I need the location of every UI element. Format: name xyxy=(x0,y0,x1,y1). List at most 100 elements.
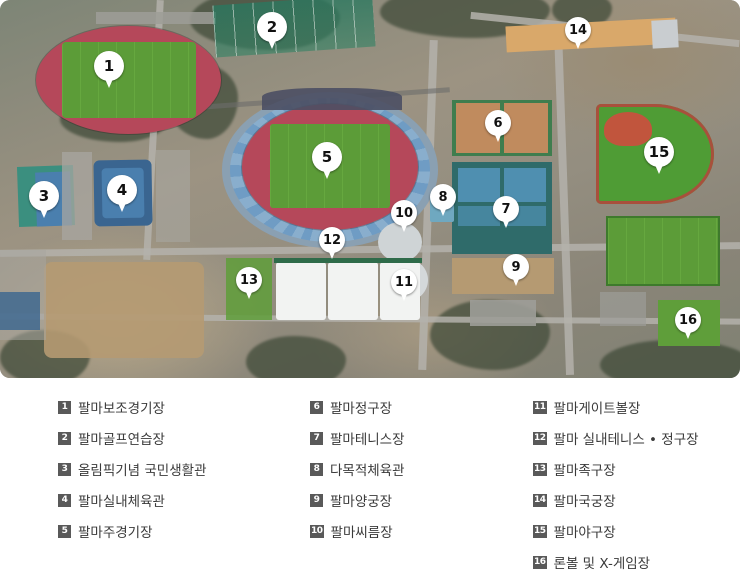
legend-item-16[interactable]: 16 론볼 및 X-게임장 xyxy=(533,547,699,575)
marker-number: 3 xyxy=(38,186,50,205)
map-marker-1[interactable]: 1 xyxy=(94,51,124,89)
legend-label: 팔마양궁장 xyxy=(330,494,393,510)
legend-column-2: 6 팔마정구장 7 팔마테니스장 8 다목적체육관 9 팔마양궁장 10 팔마씨… xyxy=(310,392,405,547)
legend-badge: 15 xyxy=(533,524,547,538)
map-marker-5[interactable]: 5 xyxy=(312,142,342,180)
vegetation-patch xyxy=(246,336,346,378)
marker-tail xyxy=(37,202,51,218)
marker-tail xyxy=(102,72,116,88)
legend-badge: 4 xyxy=(58,493,71,507)
map-marker-13[interactable]: 13 xyxy=(236,267,262,300)
legend-item-14[interactable]: 14 팔마국궁장 xyxy=(533,485,699,515)
legend-label: 팔마야구장 xyxy=(553,525,616,541)
legend-item-1[interactable]: 1 팔마보조경기장 xyxy=(58,392,207,422)
legend-label: 팔마 실내테니스 • 정구장 xyxy=(553,432,699,448)
legend-column-1: 1 팔마보조경기장 2 팔마골프연습장 3 올림픽기념 국민생활관 4 팔마실내… xyxy=(58,392,207,547)
map-marker-6[interactable]: 6 xyxy=(485,110,511,143)
marker-tail xyxy=(572,35,584,49)
marker-tail xyxy=(437,202,449,216)
marker-number: 4 xyxy=(116,180,128,199)
building-strip xyxy=(96,12,216,24)
tennis-court xyxy=(458,168,500,202)
legend-item-15[interactable]: 15 팔마야구장 xyxy=(533,516,699,546)
marker-number: 2 xyxy=(266,17,278,36)
map-marker-15[interactable]: 15 xyxy=(644,137,674,175)
marker-tail xyxy=(500,214,512,228)
marker-tail xyxy=(510,272,522,286)
legend-item-4[interactable]: 4 팔마실내체육관 xyxy=(58,485,207,515)
map-marker-9[interactable]: 9 xyxy=(503,254,529,287)
legend-badge: 10 xyxy=(310,524,324,538)
legend-item-9[interactable]: 9 팔마양궁장 xyxy=(310,485,405,515)
legend-item-3[interactable]: 3 올림픽기념 국민생활관 xyxy=(58,454,207,484)
marker-number: 15 xyxy=(648,142,670,161)
legend-label: 팔마테니스장 xyxy=(330,432,405,448)
legend-label: 팔마게이트볼장 xyxy=(553,401,641,417)
parking-lot xyxy=(156,150,190,242)
legend-item-11[interactable]: 11 팔마게이트볼장 xyxy=(533,392,699,422)
marker-tail xyxy=(265,33,279,49)
legend-badge: 2 xyxy=(58,431,71,445)
legend-label: 올림픽기념 국민생활관 xyxy=(78,463,207,479)
marker-tail xyxy=(398,287,410,301)
map-marker-11[interactable]: 11 xyxy=(391,269,417,302)
marker-number: 16 xyxy=(678,312,698,328)
marker-number: 6 xyxy=(493,115,503,131)
legend-item-5[interactable]: 5 팔마주경기장 xyxy=(58,516,207,546)
map-marker-10[interactable]: 10 xyxy=(391,200,417,233)
construction-zone xyxy=(44,262,204,358)
legend-badge: 16 xyxy=(533,555,547,569)
venue-indoor-tennis-hall xyxy=(328,262,378,320)
marker-number: 8 xyxy=(438,189,448,205)
map-marker-2[interactable]: 2 xyxy=(257,12,287,50)
map-marker-8[interactable]: 8 xyxy=(430,184,456,217)
marker-tail xyxy=(492,128,504,142)
marker-number: 1 xyxy=(103,56,115,75)
legend-label: 론볼 및 X-게임장 xyxy=(553,556,651,572)
legend-item-13[interactable]: 13 팔마족구장 xyxy=(533,454,699,484)
map-marker-3[interactable]: 3 xyxy=(29,181,59,219)
map-marker-7[interactable]: 7 xyxy=(493,196,519,229)
marker-number: 5 xyxy=(321,147,333,166)
legend-label: 다목적체육관 xyxy=(330,463,405,479)
map-marker-14[interactable]: 14 xyxy=(565,17,591,50)
legend-badge: 14 xyxy=(533,493,547,507)
marker-tail xyxy=(682,325,694,339)
legend-item-12[interactable]: 12 팔마 실내테니스 • 정구장 xyxy=(533,423,699,453)
building xyxy=(470,300,536,326)
legend-item-7[interactable]: 7 팔마테니스장 xyxy=(310,423,405,453)
baseball-warning-track xyxy=(596,104,714,204)
legend-item-2[interactable]: 2 팔마골프연습장 xyxy=(58,423,207,453)
jeonggu-court xyxy=(504,103,548,153)
soccer-field xyxy=(606,216,720,286)
map-marker-4[interactable]: 4 xyxy=(107,175,137,213)
marker-tail xyxy=(398,218,410,232)
legend-column-3: 11 팔마게이트볼장 12 팔마 실내테니스 • 정구장 13 팔마족구장 14… xyxy=(533,392,699,575)
legend-label: 팔마족구장 xyxy=(553,463,616,479)
legend-item-8[interactable]: 8 다목적체육관 xyxy=(310,454,405,484)
main-stadium-roof xyxy=(262,88,402,110)
building xyxy=(600,292,646,326)
archery-range-building xyxy=(651,19,679,49)
aerial-map[interactable]: 1 2 3 4 5 6 7 xyxy=(0,0,740,378)
parking-lot xyxy=(62,152,92,240)
building xyxy=(0,292,40,330)
indoor-tennis-hall-edge xyxy=(274,258,422,263)
marker-tail xyxy=(326,245,338,259)
legend-badge: 8 xyxy=(310,462,323,476)
map-marker-16[interactable]: 16 xyxy=(675,307,701,340)
legend-badge: 12 xyxy=(533,431,547,445)
marker-number: 10 xyxy=(394,205,414,221)
legend-badge: 9 xyxy=(310,493,323,507)
legend-label: 팔마보조경기장 xyxy=(78,401,165,417)
map-marker-12[interactable]: 12 xyxy=(319,227,345,260)
legend-item-6[interactable]: 6 팔마정구장 xyxy=(310,392,405,422)
legend-label: 팔마주경기장 xyxy=(78,525,153,541)
legend-badge: 13 xyxy=(533,462,547,476)
legend-label: 팔마국궁장 xyxy=(553,494,616,510)
legend-badge: 7 xyxy=(310,431,323,445)
legend-item-10[interactable]: 10 팔마씨름장 xyxy=(310,516,405,546)
marker-number: 7 xyxy=(501,201,511,217)
marker-tail xyxy=(243,285,255,299)
